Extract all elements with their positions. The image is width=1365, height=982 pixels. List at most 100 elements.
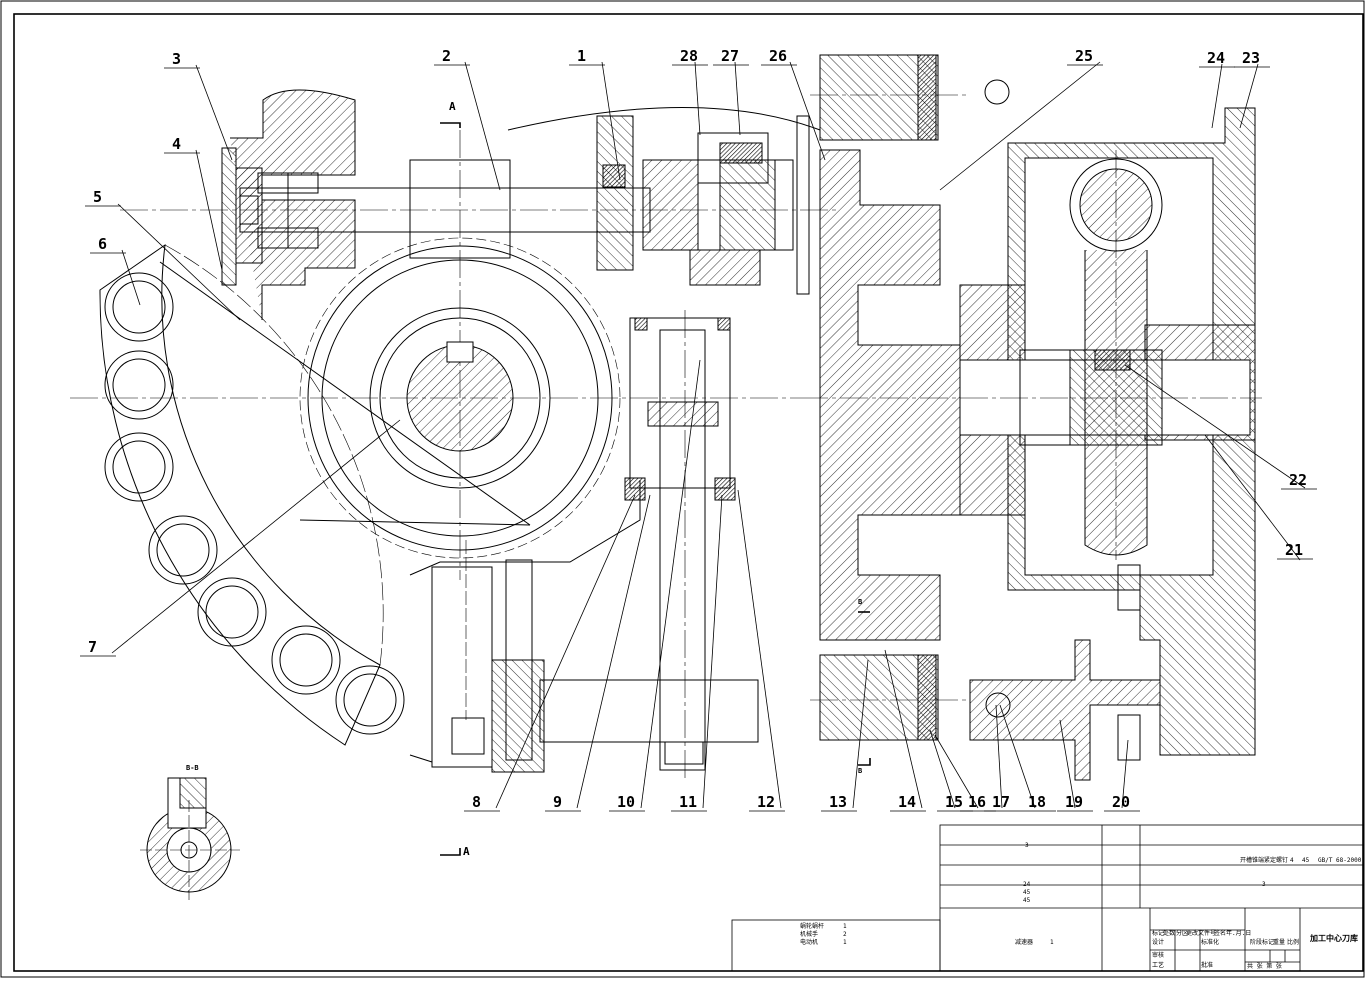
tool-pocket (271, 625, 341, 695)
part-label-9: 9 (553, 793, 563, 811)
section-a-bottom-label: A (463, 845, 470, 858)
tb-header-zone: 分区 (1176, 930, 1189, 937)
part-label-17: 17 (992, 793, 1011, 811)
tb-process: 工艺 (1152, 962, 1165, 969)
part-label-15: 15 (945, 793, 964, 811)
tb-weight: 重量 (1273, 939, 1286, 946)
leader-6 (121, 249, 141, 306)
tb-standardize: 标准化 (1201, 939, 1220, 946)
part-label-5: 5 (93, 188, 103, 206)
tb-qty-2: 45 (1023, 889, 1031, 896)
title-block-grid (731, 824, 1364, 972)
leader-23 (1239, 63, 1259, 129)
tool-pocket (279, 633, 333, 687)
part-label-23: 23 (1242, 49, 1261, 67)
tool-pocket (112, 358, 166, 412)
section-a-top-label: A (449, 100, 456, 113)
part-label-18: 18 (1028, 793, 1047, 811)
part-label-14: 14 (898, 793, 917, 811)
tool-disk-assembly (70, 237, 800, 746)
part-label-10: 10 (617, 793, 636, 811)
tool-pocket (197, 577, 267, 647)
tool-pocket (112, 440, 166, 494)
tool-pocket (112, 280, 166, 334)
leader-14 (884, 649, 923, 809)
part-label-25: 25 (1075, 47, 1094, 65)
section-b-top-label: B (858, 598, 863, 606)
tb-header-change-doc: 更改文件号 (1186, 930, 1217, 937)
leader-1 (601, 61, 621, 181)
leader-18 (999, 704, 1036, 809)
leader-8 (495, 494, 636, 809)
leader-15 (929, 729, 956, 809)
leader-27 (734, 61, 741, 136)
tb-bolt-qty: 4 (1290, 857, 1294, 864)
leader-7 (111, 419, 401, 654)
tb-review: 审核 (1152, 952, 1165, 959)
leader-25 (939, 61, 1101, 191)
tb-stage-mark: 阶段标记 (1250, 939, 1275, 946)
part-label-12: 12 (757, 793, 776, 811)
leader-24 (1211, 63, 1223, 129)
tool-pocket (104, 350, 174, 420)
part-label-16: 16 (968, 793, 987, 811)
tb-qty-3: 45 (1023, 897, 1031, 904)
leader-lines (80, 61, 1317, 812)
part-label-6: 6 (98, 235, 108, 253)
section-bb-label: B-B (186, 764, 199, 772)
leader-16 (934, 734, 979, 809)
leader-4 (195, 149, 223, 271)
part-label-2: 2 (442, 47, 452, 65)
tb-qty-1: 24 (1023, 881, 1031, 888)
tool-pocket (156, 523, 210, 577)
part-label-22: 22 (1289, 471, 1308, 489)
parts-reducer-qty: 1 (1050, 939, 1054, 946)
part-label-28: 28 (680, 47, 699, 65)
part-label-7: 7 (88, 638, 98, 656)
part-label-24: 24 (1207, 49, 1226, 67)
parts-name-2: 机械手 (800, 931, 819, 938)
section-b-bottom-label: B (858, 767, 863, 775)
part-label-13: 13 (829, 793, 848, 811)
tool-pocket (343, 673, 397, 727)
parts-qty-3: 1 (843, 939, 847, 946)
tb-scale: 比例 (1287, 939, 1300, 946)
part-label-1: 1 (577, 47, 587, 65)
part-label-11: 11 (679, 793, 698, 811)
leader-2 (464, 61, 501, 191)
tb-approve: 批准 (1201, 962, 1214, 969)
tb-design: 设计 (1152, 939, 1165, 946)
parts-name-3: 电动机 (800, 939, 819, 946)
leader-11 (702, 494, 723, 809)
parts-name-1: 蜗轮蜗杆 (800, 923, 825, 930)
leader-3 (195, 64, 233, 161)
part-label-20: 20 (1112, 793, 1131, 811)
leader-21 (1204, 434, 1301, 561)
part-label-26: 26 (769, 47, 788, 65)
part-label-8: 8 (472, 793, 482, 811)
leader-19 (1059, 719, 1076, 809)
part-label-21: 21 (1285, 541, 1304, 559)
section-markers (440, 122, 871, 856)
tool-pocket (205, 585, 259, 639)
part-label-4: 4 (172, 135, 182, 153)
leader-22 (1124, 364, 1306, 489)
tb-header-count: 处数 (1163, 930, 1176, 937)
leader-12 (737, 489, 782, 809)
tb-bolt-standard: GB/T 68-2000 (1318, 857, 1362, 864)
part-label-19: 19 (1065, 793, 1084, 811)
tb-top-item: 3 (1025, 842, 1029, 849)
cylinder-assembly (409, 310, 759, 780)
tb-header-mark: 标记 (1152, 930, 1165, 937)
tool-pocket (104, 272, 174, 342)
top-shaft-assembly (120, 89, 840, 580)
tb-header-sign: 签名 (1214, 930, 1227, 937)
parts-qty-1: 1 (843, 923, 847, 930)
leader-17 (995, 704, 1003, 809)
tb-header-date: 年.月.日 (1226, 930, 1252, 937)
parts-reducer-name: 减速器 (1015, 939, 1034, 946)
leader-13 (852, 659, 869, 809)
